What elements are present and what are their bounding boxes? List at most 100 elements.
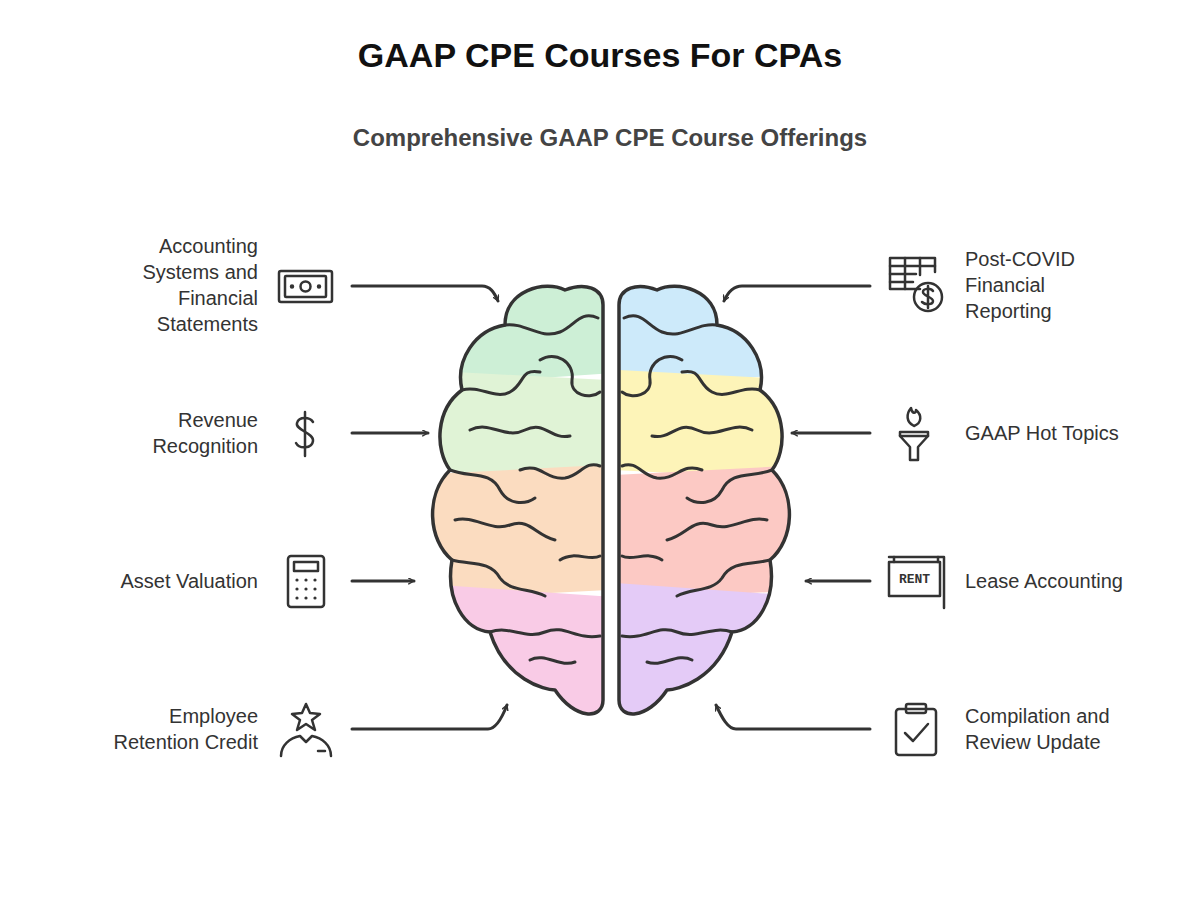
spreadsheet-dollar-icon-part	[890, 258, 935, 289]
diagram-title: GAAP CPE Courses For CPAs	[150, 33, 1050, 77]
brain-gyri	[622, 316, 772, 664]
brain-gyri-part	[560, 556, 600, 560]
dollar-icon	[296, 412, 313, 456]
course-label-box: GAAP Hot Topics	[965, 420, 1185, 446]
brain-right-hemisphere	[597, 264, 806, 736]
subtitle: Comprehensive GAAP CPE Course Offerings	[160, 122, 1060, 153]
brain-left-hemisphere	[415, 262, 624, 737]
course-label: Asset Valuation	[38, 568, 258, 594]
brain-gyri-part	[450, 470, 535, 503]
course-label: Post-COVID Financial Reporting	[965, 246, 1093, 324]
spreadsheet-dollar-icon-part	[890, 281, 913, 284]
course-label-box: Accounting Systems and Financial Stateme…	[126, 233, 258, 337]
brain-colour-patches-part	[598, 264, 805, 388]
brain-colour-patches	[597, 264, 806, 736]
banknote-icon-part	[291, 286, 293, 288]
calculator-icon-part	[295, 578, 316, 599]
brain-gyri-part	[622, 465, 702, 478]
brain-colour-patches	[415, 262, 624, 737]
torch-icon-part	[900, 436, 928, 460]
brain-gyri-part	[505, 316, 598, 334]
brain-left-hemisphere-part	[433, 286, 603, 714]
course-label-box: Asset Valuation	[38, 568, 258, 594]
diagram-title-box: GAAP CPE Courses For CPAs	[150, 33, 1050, 77]
employee-star-icon	[281, 704, 331, 756]
rent-sign-icon	[889, 557, 944, 608]
rent-sign-icon-part	[889, 557, 944, 608]
brain-gyri-part	[682, 371, 760, 394]
calculator-icon-part-part	[304, 578, 307, 581]
spreadsheet-dollar-icon-part	[890, 273, 916, 276]
brain-colour-patches-part	[600, 369, 805, 479]
brain-gyri-part	[530, 658, 575, 664]
course-label-box: Revenue Recognition	[138, 407, 258, 459]
calculator-icon-part-part	[304, 596, 307, 599]
brain-gyri-part	[622, 556, 662, 560]
employee-star-icon-part	[281, 736, 331, 756]
leader-arrows-part	[716, 705, 870, 729]
spreadsheet-dollar-icon-part	[914, 283, 942, 311]
spreadsheet-dollar-icon-part	[927, 286, 930, 308]
clipboard-check-icon-part	[906, 704, 926, 713]
clipboard-check-icon	[896, 704, 936, 755]
calculator-icon-part	[294, 562, 318, 571]
employee-star-icon-part	[318, 750, 325, 753]
banknote-icon-part	[301, 282, 311, 292]
spreadsheet-dollar-icon-part	[919, 258, 922, 275]
clipboard-check-icon-part	[896, 709, 936, 755]
brain-colour-patches-part	[416, 262, 623, 386]
banknote-icon-part	[279, 271, 332, 302]
brain-gyri-part	[624, 316, 717, 334]
brain-gyri-part	[677, 560, 770, 596]
leader-arrows-part	[724, 286, 870, 301]
course-label: Employee Retention Credit	[90, 703, 258, 755]
brain-gyri-part	[520, 465, 600, 478]
banknote-icon-part	[318, 286, 320, 288]
torch-icon-part	[900, 432, 928, 436]
course-label: GAAP Hot Topics	[965, 420, 1185, 446]
banknote-icon	[279, 271, 332, 302]
rent-sign-icon-part	[889, 562, 940, 596]
brain-right-hemisphere-part	[619, 286, 789, 714]
brain-colour-patches-part	[599, 465, 805, 600]
brain-gyri	[450, 316, 600, 664]
brain-gyri-part	[667, 519, 767, 540]
leader-arrows-part	[792, 432, 870, 435]
brain-gyri-part	[687, 470, 772, 503]
calculator-icon	[288, 556, 324, 607]
brain-gyri-part	[462, 371, 540, 394]
brain-colour-patches-part	[417, 464, 623, 599]
course-label-box: Compilation and Review Update	[965, 703, 1135, 755]
calculator-icon-part-part	[295, 596, 298, 599]
course-label-box: Employee Retention Credit	[90, 703, 258, 755]
course-label: Lease Accounting	[965, 568, 1185, 594]
spreadsheet-dollar-icon	[890, 258, 942, 311]
torch-icon	[900, 408, 928, 460]
brain-gyri-part	[647, 658, 692, 664]
subtitle-box: Comprehensive GAAP CPE Course Offerings	[160, 122, 1060, 153]
brain-gyri-part	[622, 630, 732, 637]
course-label: Revenue Recognition	[138, 407, 258, 459]
spreadsheet-dollar-icon-part	[890, 265, 935, 268]
calculator-icon-part-part	[295, 578, 298, 581]
clipboard-check-icon-part	[905, 724, 928, 741]
dollar-icon-part	[304, 412, 307, 456]
brain-gyri-part	[470, 427, 570, 436]
leader-arrows-part	[352, 580, 414, 583]
banknote-icon-part	[285, 276, 326, 297]
calculator-icon-part-part	[313, 578, 316, 581]
spreadsheet-dollar-icon-part	[904, 258, 907, 289]
sign-text-box: RENT	[890, 571, 940, 588]
brain-gyri-part	[652, 427, 752, 436]
course-label: Accounting Systems and Financial Stateme…	[126, 233, 258, 337]
calculator-icon-part	[288, 556, 324, 607]
brain-gyri-part	[455, 519, 555, 540]
calculator-icon-part-part	[313, 587, 316, 590]
brain-gyri-part	[622, 356, 682, 395]
calculator-icon-part-part	[304, 587, 307, 590]
brain-gyri-part	[540, 356, 600, 395]
leader-arrows-part	[352, 432, 428, 435]
calculator-icon-part-part	[295, 587, 298, 590]
brain-gyri-part	[452, 560, 545, 596]
